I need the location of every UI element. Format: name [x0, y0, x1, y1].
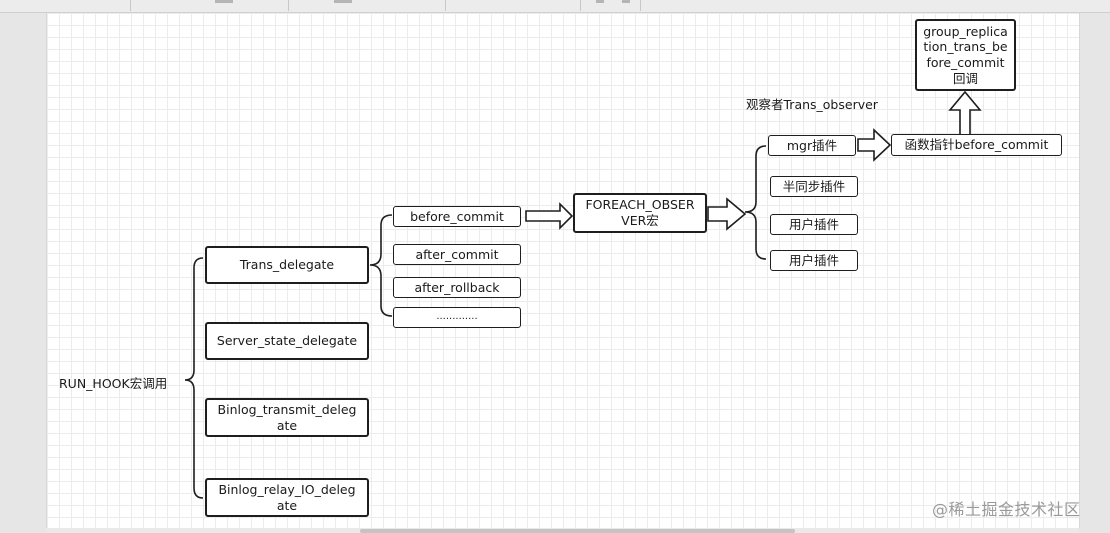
foreach-observer-label: FOREACH_OBSERVER宏: [585, 197, 695, 228]
function-pointer-node[interactable]: 函数指针before_commit: [891, 134, 1062, 156]
method-ellipsis-label: .............: [436, 311, 478, 323]
function-pointer-label: 函数指针before_commit: [904, 137, 1049, 153]
plugin-user-label-2: 用户插件: [788, 252, 839, 268]
plugin-mgr-node[interactable]: mgr插件: [768, 135, 856, 156]
plugin-semisync-label: 半同步插件: [782, 178, 846, 194]
callback-label: group_replication_trans_before_commit回调: [923, 23, 1008, 86]
toolbar-divider: [288, 0, 289, 11]
method-before-commit-label: before_commit: [410, 208, 504, 224]
observer-title: 观察者Trans_observer: [746, 97, 878, 112]
horizontal-scrollbar[interactable]: [360, 529, 795, 533]
plugin-brace: [744, 145, 767, 260]
toolbar-strip: [0, 0, 1110, 13]
delegate-brace: [184, 257, 204, 499]
toolbar-divider: [580, 0, 581, 11]
method-after-rollback-node[interactable]: after_rollback: [393, 277, 521, 298]
plugin-user-label-1: 用户插件: [788, 216, 839, 232]
trans-delegate-label: Trans_delegate: [239, 257, 335, 273]
arrow-to-callback: [948, 90, 982, 136]
binlog-transmit-delegate-node[interactable]: Binlog_transmit_delegate: [205, 398, 369, 437]
binlog-relay-io-delegate-label: Binlog_relay_IO_delegate: [218, 481, 356, 513]
toolbar-button[interactable]: [622, 0, 630, 3]
watermark: @稀土掘金技术社区: [932, 500, 1081, 519]
callback-node[interactable]: group_replication_trans_before_commit回调: [915, 19, 1016, 91]
method-after-rollback-label: after_rollback: [414, 279, 500, 295]
toolbar-divider: [130, 0, 131, 11]
right-gutter: [1078, 13, 1110, 533]
plugin-mgr-label: mgr插件: [786, 137, 838, 153]
toolbar-divider: [445, 0, 446, 11]
left-gutter: [0, 13, 46, 533]
binlog-transmit-delegate-label: Binlog_transmit_delegate: [217, 401, 357, 433]
arrow-to-plugins: [707, 197, 747, 231]
toolbar-divider: [640, 0, 641, 11]
plugin-semisync-node[interactable]: 半同步插件: [770, 176, 858, 197]
method-before-commit-node[interactable]: before_commit: [393, 206, 521, 227]
arrow-to-foreach: [525, 202, 574, 230]
server-state-delegate-label: Server_state_delegate: [216, 333, 358, 349]
method-ellipsis-node[interactable]: .............: [393, 307, 521, 328]
plugin-user-node-2[interactable]: 用户插件: [770, 250, 858, 271]
method-after-commit-label: after_commit: [415, 246, 499, 262]
plugin-user-node-1[interactable]: 用户插件: [770, 214, 858, 235]
binlog-relay-io-delegate-node[interactable]: Binlog_relay_IO_delegate: [205, 478, 369, 517]
server-state-delegate-node[interactable]: Server_state_delegate: [205, 322, 369, 360]
toolbar-button[interactable]: [334, 0, 352, 3]
root-label: RUN_HOOK宏调用: [59, 376, 168, 391]
method-brace: [369, 214, 393, 317]
toolbar-button[interactable]: [596, 0, 604, 3]
toolbar-button[interactable]: [215, 0, 233, 3]
arrow-to-function-pointer: [857, 128, 892, 162]
method-after-commit-node[interactable]: after_commit: [393, 244, 521, 265]
trans-delegate-node[interactable]: Trans_delegate: [205, 246, 369, 284]
foreach-observer-node[interactable]: FOREACH_OBSERVER宏: [573, 193, 707, 233]
diagram-canvas[interactable]: [46, 13, 1080, 528]
